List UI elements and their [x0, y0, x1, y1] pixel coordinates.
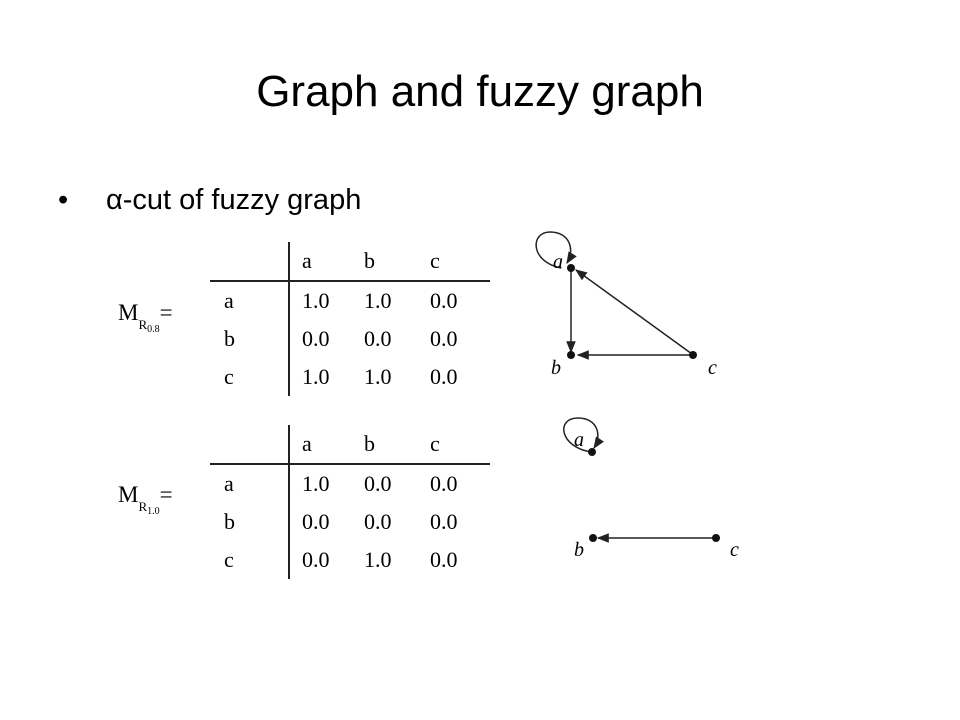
matrix-cell: 1.0 — [364, 364, 392, 389]
matrix-cell: 0.0 — [302, 509, 330, 534]
matrix-row: c 0.0 1.0 0.0 — [210, 541, 490, 579]
matrix-row: c 1.0 1.0 0.0 — [210, 358, 490, 396]
col-header: a — [289, 425, 364, 465]
matrix-cell: 1.0 — [302, 288, 330, 313]
node-a — [588, 448, 596, 456]
node-c — [689, 351, 697, 359]
row-header: c — [210, 358, 290, 396]
bullet-text: α-cut of fuzzy graph — [106, 184, 362, 216]
col-header: a — [289, 242, 364, 282]
graph-1.0: a b c — [563, 417, 739, 561]
matrix-corner — [210, 425, 290, 465]
matrix-cell: 1.0 — [302, 364, 330, 389]
graph-0.8: a b c — [535, 231, 717, 379]
col-header: b — [364, 242, 430, 282]
matrix-cell: 0.0 — [364, 471, 392, 496]
matrix-cell: 0.0 — [430, 364, 458, 389]
node-a — [567, 264, 575, 272]
row-header: c — [210, 541, 290, 579]
node-b — [589, 534, 597, 542]
matrix-cell: 0.0 — [430, 326, 458, 351]
node-label-c: c — [708, 357, 717, 379]
matrix-cell: 0.0 — [430, 547, 458, 572]
edge-c-to-a — [575, 269, 693, 355]
node-label-c: c — [730, 539, 739, 561]
node-label-b: b — [551, 357, 561, 379]
matrix-row: a 1.0 1.0 0.0 — [210, 281, 490, 320]
bullet-marker: • — [58, 184, 69, 216]
node-label-a: a — [574, 429, 584, 451]
matrix-cell: 0.0 — [430, 509, 458, 534]
row-header: a — [210, 464, 290, 503]
self-loop-edge-a — [563, 417, 604, 453]
node-label-b: b — [574, 539, 584, 561]
matrix-table-1.0: a b c a 1.0 0.0 0.0 b 0.0 0.0 0.0 c 0.0 … — [210, 425, 490, 579]
node-c — [712, 534, 720, 542]
matrix-cell: 0.0 — [302, 326, 330, 351]
matrix-cell: 0.0 — [302, 547, 330, 572]
self-loop-edge-a — [535, 231, 577, 269]
matrix-cell: 0.0 — [364, 509, 392, 534]
row-header: b — [210, 503, 290, 541]
matrix-row: b 0.0 0.0 0.0 — [210, 503, 490, 541]
matrix-header-row: a b c — [210, 425, 490, 465]
matrix-cell: 1.0 — [302, 471, 330, 496]
matrix-label-1.0: MR1.0= — [118, 482, 173, 517]
matrix-corner — [210, 242, 290, 282]
matrix-row: a 1.0 0.0 0.0 — [210, 464, 490, 503]
matrix-label-0.8: MR0.8= — [118, 300, 173, 335]
matrix-cell: 0.0 — [430, 288, 458, 313]
col-header: c — [430, 242, 490, 282]
row-header: b — [210, 320, 290, 358]
node-b — [567, 351, 575, 359]
col-header: b — [364, 425, 430, 465]
matrix-cell: 1.0 — [364, 547, 392, 572]
matrix-cell: 0.0 — [364, 326, 392, 351]
matrix-cell: 1.0 — [364, 288, 392, 313]
matrix-row: b 0.0 0.0 0.0 — [210, 320, 490, 358]
row-header: a — [210, 281, 290, 320]
matrix-header-row: a b c — [210, 242, 490, 282]
col-header: c — [430, 425, 490, 465]
slide-title: Graph and fuzzy graph — [256, 67, 704, 116]
node-label-a: a — [553, 251, 563, 273]
matrix-table-0.8: a b c a 1.0 1.0 0.0 b 0.0 0.0 0.0 c 1.0 … — [210, 242, 490, 396]
matrix-cell: 0.0 — [430, 471, 458, 496]
